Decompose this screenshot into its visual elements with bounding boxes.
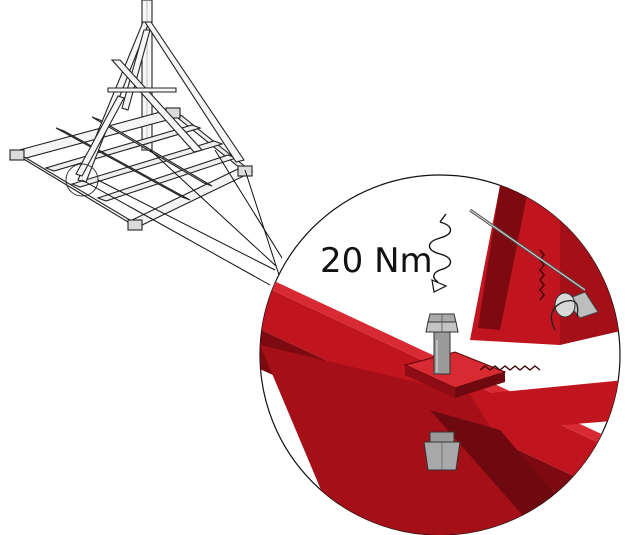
bolt-base-plate [403, 351, 507, 398]
clip-pin [550, 291, 599, 331]
hex-nut [423, 431, 461, 471]
detail-view: 20 Nm [259, 174, 621, 535]
tripod-struts [75, 21, 245, 183]
torque-label: 20 Nm [320, 241, 433, 281]
detail-leader-lines [81, 149, 283, 286]
overview-mount-frame [9, 0, 254, 231]
hex-bolt-icon [425, 313, 459, 375]
clockwise-rotation-icon [428, 213, 452, 293]
